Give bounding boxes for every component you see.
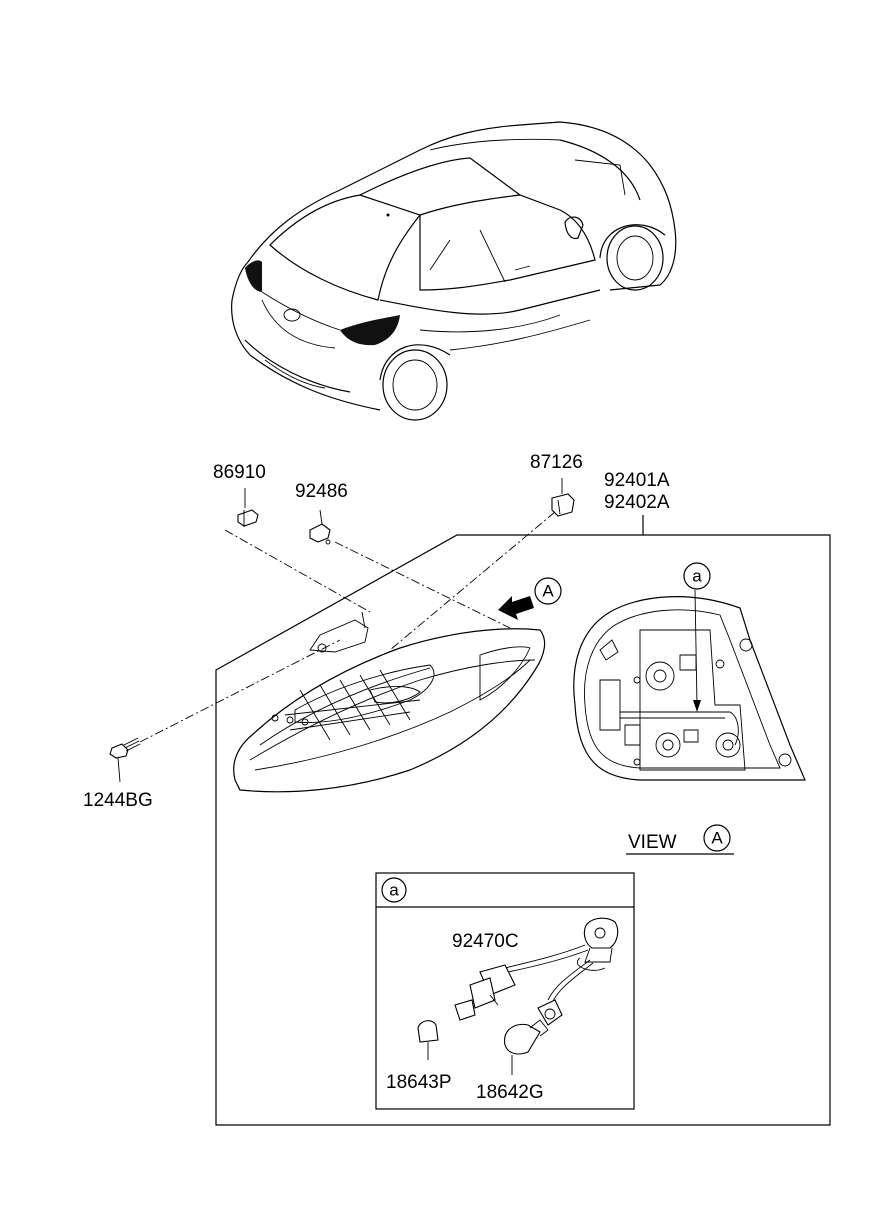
tail-lamp-icon <box>233 611 546 793</box>
bulb-18643P-icon <box>417 1020 439 1060</box>
view-label-letter: A <box>711 829 723 848</box>
label-92470C: 92470C <box>452 931 519 952</box>
detail-box-circle <box>381 877 407 903</box>
clip-86910-icon <box>237 488 259 527</box>
view-marker-circle <box>534 577 562 605</box>
view-label: VIEW <box>628 832 677 853</box>
label-1244BG: 1244BG <box>83 790 153 811</box>
view-marker-letter: A <box>542 582 554 601</box>
detail-box <box>375 872 635 1110</box>
label-87126: 87126 <box>530 452 583 473</box>
bulb-18642G-icon <box>504 1019 549 1075</box>
car-illustration-icon <box>231 121 677 421</box>
label-18643P: 18643P <box>386 1072 452 1093</box>
label-92401A: 92401A <box>604 470 670 491</box>
view-label-circle <box>703 824 731 852</box>
clip-87126-icon <box>551 478 575 517</box>
view-arrow-icon <box>498 596 534 620</box>
label-92402A: 92402A <box>604 492 670 513</box>
detail-marker-letter: a <box>692 567 702 586</box>
assembly-frame <box>215 534 831 1126</box>
screw-1244BG-icon <box>109 737 141 783</box>
screw-92486-icon <box>309 509 331 545</box>
detail-box-letter: a <box>389 881 399 900</box>
leader-lines <box>139 511 556 743</box>
label-92486: 92486 <box>295 481 348 502</box>
lamp-rear-view-icon <box>573 589 806 781</box>
detail-marker-circle <box>683 562 711 590</box>
label-18642G: 18642G <box>476 1082 544 1103</box>
label-86910: 86910 <box>213 462 266 483</box>
socket-harness-icon <box>454 917 619 1026</box>
